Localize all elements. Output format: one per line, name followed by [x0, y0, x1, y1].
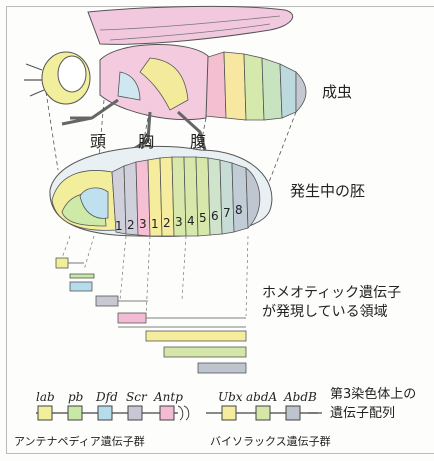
- chrom-box-scr: [128, 406, 142, 420]
- gene-name-pb: pb: [68, 390, 83, 404]
- bar-antp: [118, 313, 146, 323]
- segment-number: 7: [223, 207, 231, 219]
- segment-number: 2: [127, 219, 135, 231]
- bar-scr: [96, 296, 118, 306]
- segment-number: 4: [187, 215, 195, 227]
- chrom-box-lab: [38, 406, 52, 420]
- chrom-box-pb: [68, 406, 82, 420]
- gene-name-abdb: AbdB: [284, 390, 317, 404]
- bar-abda: [164, 347, 246, 357]
- gene-name-lab: lab: [36, 390, 55, 404]
- chrom-box-dfd: [98, 406, 112, 420]
- label-head: 頭: [90, 128, 106, 152]
- segment-number: 1: [151, 218, 159, 230]
- chrom-box-abdb: [286, 406, 300, 420]
- gene-name-dfd: Dfd: [96, 390, 118, 404]
- gene-name-ubx: Ubx: [218, 390, 243, 404]
- label-abdomen: 腹: [190, 128, 206, 152]
- label-embryo: 発生中の胚: [290, 184, 365, 199]
- label-chromosome-line2: 遺伝子配列: [330, 407, 395, 420]
- label-expression-line2: が発現している領域: [262, 305, 388, 319]
- embryo-illustration: [50, 146, 272, 236]
- expression-domain-bars: [56, 258, 246, 373]
- segment-number: 6: [211, 210, 219, 222]
- segment-number: 8: [235, 204, 243, 216]
- label-adult: 成虫: [322, 85, 352, 100]
- bar-lab: [56, 258, 68, 268]
- label-bithorax-group: バイソラックス遺伝子群: [210, 433, 331, 449]
- segment-number: 3: [175, 216, 183, 228]
- chrom-box-ubx: [222, 406, 236, 420]
- gene-name-antp: Antp: [154, 390, 183, 404]
- label-thorax: 胸: [138, 128, 154, 152]
- bar-dfd: [70, 282, 92, 291]
- bar-abdb: [198, 363, 246, 373]
- gene-name-scr: Scr: [126, 390, 147, 404]
- label-chromosome-line1: 第3染色体上の: [330, 388, 416, 401]
- adult-fly-illustration: [24, 6, 306, 150]
- bar-pb: [70, 274, 94, 278]
- label-antennapedia-group: アンテナペディア遺伝子群: [14, 433, 145, 449]
- gene-name-abda: abdA: [246, 390, 277, 404]
- segment-number: 3: [139, 218, 147, 230]
- chromosome-gene-map: [36, 406, 322, 420]
- chrom-box-abda: [256, 406, 270, 420]
- segment-number: 2: [163, 217, 171, 229]
- label-expression-line1: ホメオティック遺伝子: [262, 286, 401, 300]
- chrom-box-antp: [160, 406, 174, 420]
- segment-number: 1: [115, 220, 123, 232]
- bar-ubx: [146, 331, 246, 341]
- segment-number: 5: [199, 212, 207, 224]
